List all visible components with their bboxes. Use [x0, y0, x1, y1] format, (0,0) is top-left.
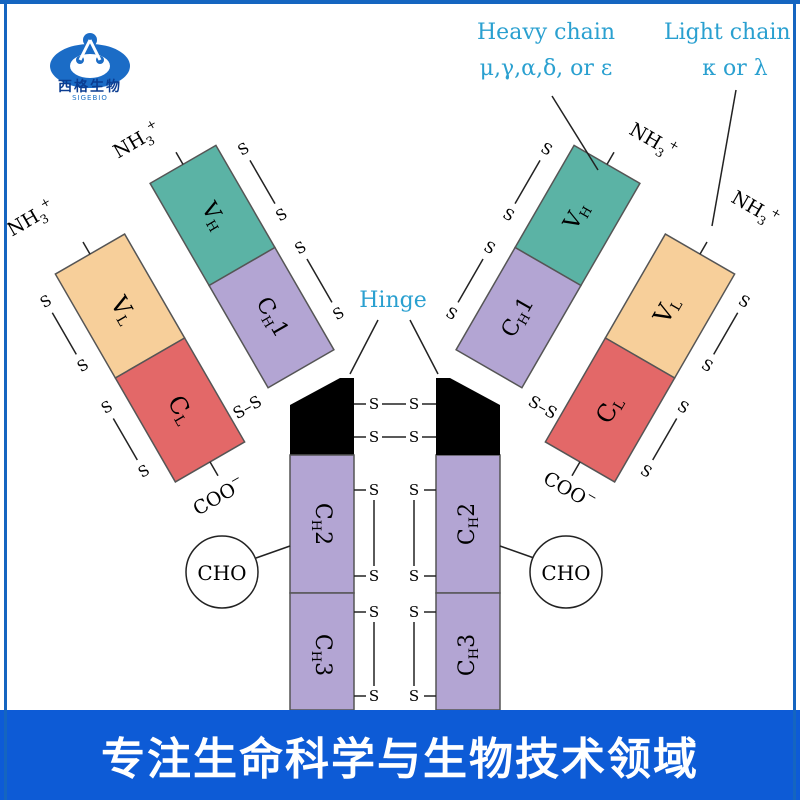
- s-label: S: [481, 237, 499, 258]
- s-label: S: [369, 687, 379, 705]
- s-label: S: [735, 291, 753, 312]
- right-hinge-block: [436, 378, 500, 455]
- left-ch1-domain: [208, 246, 335, 389]
- s-label: S: [369, 428, 379, 446]
- s-label: S: [369, 395, 379, 413]
- left-interchain-ss: S–S: [230, 392, 265, 423]
- right-cho-circle: [529, 535, 603, 609]
- heavy-chain-label: Heavy chain: [477, 20, 615, 45]
- s-label: S: [37, 291, 55, 312]
- left-cho-label: CHO: [197, 561, 246, 585]
- left-light-coo: COO−: [188, 471, 249, 521]
- hinge-label: Hinge: [359, 288, 427, 313]
- ch3-disulfides: S S S S: [354, 603, 436, 705]
- left-light-chain: VL CL S S S S: [37, 233, 246, 483]
- s-label: S: [292, 237, 310, 258]
- left-heavy-arm: VH CH1 S S S S: [149, 139, 348, 389]
- left-ch3-label: CH3: [309, 634, 336, 676]
- s-label: S: [409, 567, 419, 585]
- hinge-leader-left: [349, 319, 379, 375]
- right-heavy-nh3: NH3+: [624, 116, 682, 166]
- right-cl-domain: [544, 336, 676, 483]
- s-label: S: [74, 355, 92, 376]
- left-ch3-domain: [289, 592, 355, 710]
- right-light-nh3: NH3+: [726, 184, 784, 234]
- left-ch2-label: CH2: [309, 503, 336, 545]
- s-label: S: [98, 397, 116, 418]
- s-label: S: [500, 205, 518, 226]
- s-label: S: [409, 428, 419, 446]
- s-label: S: [409, 603, 419, 621]
- logo-name: 西格生物: [58, 79, 122, 95]
- s-label: S: [273, 205, 291, 226]
- s-label: S: [135, 461, 153, 482]
- s-label: S: [443, 303, 461, 324]
- left-light-nh3: NH3+: [2, 194, 60, 244]
- right-light-chain: VL CL S S S S: [544, 233, 753, 483]
- right-interchain-ss: S–S: [525, 392, 560, 423]
- ch2-disulfides: S S S S: [354, 481, 436, 585]
- right-cho-group: CHO: [499, 535, 603, 609]
- left-vl-disulfide: [51, 312, 77, 355]
- top-border: [0, 0, 800, 4]
- right-cho-label: CHO: [541, 561, 590, 585]
- s-label: S: [409, 481, 419, 499]
- s-label: S: [369, 567, 379, 585]
- right-light-coo: COO−: [539, 465, 600, 515]
- s-label: S: [538, 139, 556, 160]
- right-ch3-label: CH3: [455, 634, 482, 676]
- hinge-disulfides: S S S S: [354, 395, 436, 446]
- logo-sub: SIGEBIO: [72, 94, 108, 102]
- right-ch1-domain: [455, 246, 582, 389]
- hinge-leader-right: [409, 319, 439, 375]
- light-chain-types-label: κ or λ: [702, 56, 768, 81]
- s-label: S: [698, 355, 716, 376]
- heavy-chain-types-label: μ,γ,α,δ, or ε: [479, 56, 613, 81]
- s-label: S: [674, 397, 692, 418]
- left-cho-group: CHO: [185, 535, 291, 609]
- s-label: S: [369, 603, 379, 621]
- s-label: S: [637, 461, 655, 482]
- left-cl-domain: [114, 336, 246, 483]
- s-label: S: [235, 139, 253, 160]
- left-heavy-nh3: NH3+: [108, 116, 166, 166]
- s-label: S: [409, 687, 419, 705]
- s-label: S: [330, 303, 348, 324]
- right-ch3-domain: [435, 592, 501, 710]
- left-cho-circle: [185, 535, 259, 609]
- left-ch2-domain: [289, 454, 355, 594]
- heavy-chain-leader: [551, 95, 599, 171]
- left-cl-disulfide: [112, 418, 138, 461]
- tri-node-logo-icon: [50, 33, 130, 88]
- footer-text: 专注生命科学与生物技术领域: [101, 734, 699, 785]
- s-label: S: [369, 481, 379, 499]
- s-label: S: [409, 395, 419, 413]
- light-chain-leader: [711, 89, 737, 227]
- footer-banner: 专注生命科学与生物技术领域: [0, 710, 800, 800]
- antibody-diagram: VL CL S S S S NH3+ COO− VH CH1 S S S S N…: [2, 89, 784, 710]
- right-ch2-label: CH2: [455, 503, 482, 545]
- left-hinge-block: [290, 378, 354, 455]
- light-chain-label: Light chain: [664, 20, 791, 45]
